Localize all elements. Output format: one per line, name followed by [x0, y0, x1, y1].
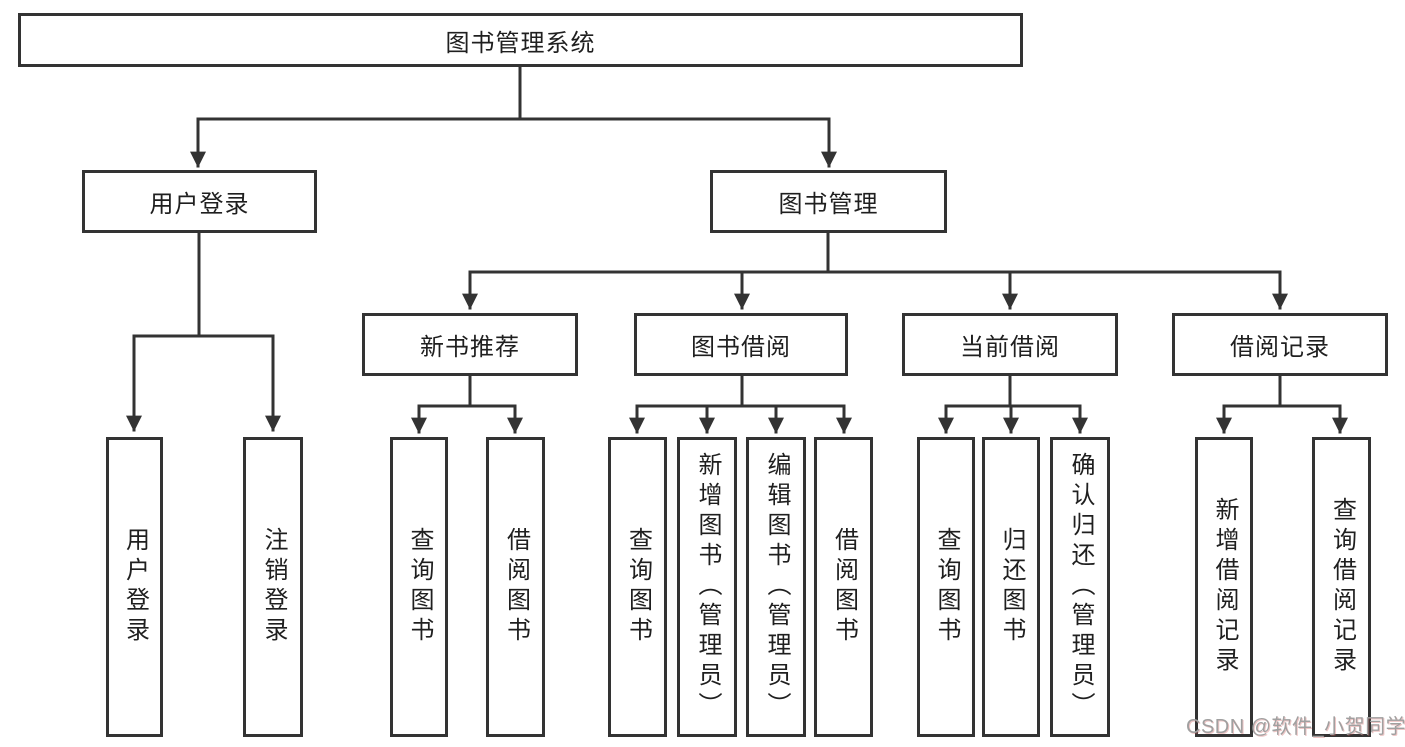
leaf-user-login: 用户登录: [106, 437, 163, 737]
leaf-current-return-book-label: 归还图书: [998, 527, 1025, 647]
leaf-recommend-borrow-book: 借阅图书: [486, 437, 545, 737]
node-book-management: 图书管理: [710, 170, 947, 233]
node-user-login: 用户登录: [82, 170, 317, 233]
node-new-book-recommend-label: 新书推荐: [420, 334, 520, 361]
node-current-borrow: 当前借阅: [902, 313, 1118, 376]
leaf-current-confirm-return-admin: 确认归还（管理员）: [1050, 437, 1110, 737]
leaf-borrow-edit-book-admin: 编辑图书（管理员）: [746, 437, 806, 737]
leaf-current-return-book: 归还图书: [982, 437, 1040, 737]
leaf-logout: 注销登录: [243, 437, 303, 737]
csdn-watermark: CSDN @软件_小贺同学: [1186, 716, 1405, 738]
leaf-records-add-record-label: 新增借阅记录: [1211, 497, 1238, 677]
leaf-recommend-query-book-label: 查询图书: [406, 527, 433, 647]
leaf-borrow-borrow-book: 借阅图书: [814, 437, 873, 737]
node-book-borrow: 图书借阅: [634, 313, 848, 376]
leaf-borrow-borrow-book-label: 借阅图书: [830, 527, 858, 647]
node-root-system: 图书管理系统: [18, 13, 1023, 67]
leaf-current-confirm-return-admin-label: 确认归还（管理员）: [1067, 452, 1094, 722]
leaf-borrow-add-book-admin-label: 新增图书（管理员）: [694, 452, 721, 722]
node-borrow-records-label: 借阅记录: [1230, 334, 1330, 361]
leaf-borrow-add-book-admin: 新增图书（管理员）: [677, 437, 737, 737]
leaf-records-query-record-label: 查询借阅记录: [1328, 497, 1356, 677]
leaf-logout-label: 注销登录: [260, 527, 287, 647]
node-new-book-recommend: 新书推荐: [362, 313, 578, 376]
leaf-records-add-record: 新增借阅记录: [1195, 437, 1253, 737]
node-book-borrow-label: 图书借阅: [691, 334, 791, 361]
leaf-user-login-label: 用户登录: [121, 527, 149, 647]
leaf-recommend-borrow-book-label: 借阅图书: [502, 527, 530, 647]
leaf-borrow-query-book-label: 查询图书: [624, 527, 652, 647]
node-borrow-records: 借阅记录: [1172, 313, 1388, 376]
leaf-borrow-query-book: 查询图书: [608, 437, 667, 737]
node-book-management-label: 图书管理: [778, 191, 879, 218]
leaf-borrow-edit-book-admin-label: 编辑图书（管理员）: [763, 452, 790, 722]
leaf-records-query-record: 查询借阅记录: [1312, 437, 1371, 737]
leaf-current-query-book: 查询图书: [917, 437, 975, 737]
leaf-current-query-book-label: 查询图书: [933, 527, 960, 647]
node-user-login-label: 用户登录: [149, 191, 250, 218]
leaf-recommend-query-book: 查询图书: [390, 437, 448, 737]
node-current-borrow-label: 当前借阅: [960, 334, 1060, 361]
node-root-label: 图书管理系统: [445, 29, 596, 57]
